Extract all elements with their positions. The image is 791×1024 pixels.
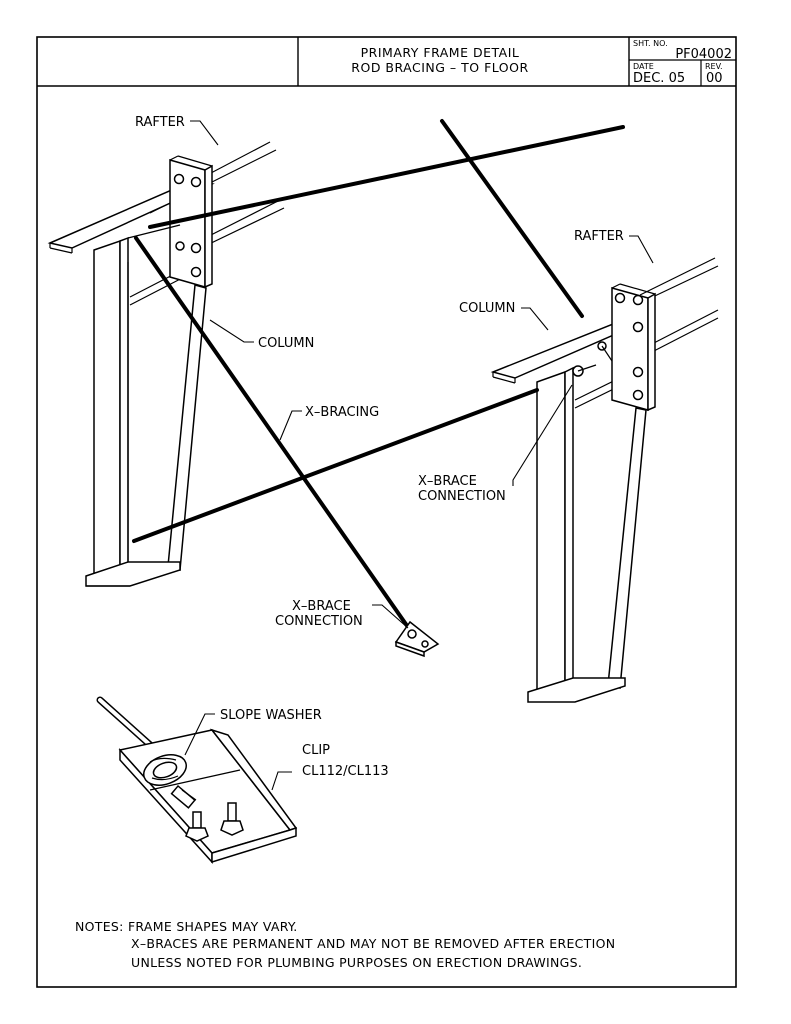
x-brace-connection-floor-line2: CONNECTION — [275, 614, 363, 629]
clip-label-line2: CL112/CL113 — [302, 764, 389, 779]
x-bracing-label: X–BRACING — [305, 405, 379, 420]
x-brace-rod — [132, 388, 539, 543]
column-label-left: COLUMN — [258, 336, 314, 351]
notes-line1: NOTES: FRAME SHAPES MAY VARY. — [75, 919, 298, 934]
drawing-title-line2: ROD BRACING – TO FLOOR — [351, 60, 528, 75]
notes-line3: UNLESS NOTED FOR PLUMBING PURPOSES ON ER… — [131, 955, 582, 970]
rev-label: REV. — [705, 62, 723, 71]
sheet-no: PF04002 — [675, 47, 732, 62]
notes-line2: X–BRACES ARE PERMANENT AND MAY NOT BE RE… — [131, 936, 615, 951]
column-label-right: COLUMN — [459, 301, 515, 316]
slope-washer-label: SLOPE WASHER — [220, 708, 322, 723]
sheet-no-label: SHT. NO. — [633, 39, 668, 48]
x-brace-rod — [134, 236, 412, 632]
clip-label-line1: CLIP — [302, 743, 330, 758]
x-brace-connection-floor-line1: X–BRACE — [292, 599, 351, 614]
floor-clip-small — [394, 620, 440, 658]
clip-detail — [96, 696, 298, 864]
date-label: DATE — [633, 62, 654, 71]
date-value: DEC. 05 — [633, 71, 685, 86]
rafter-label-right: RAFTER — [574, 229, 624, 244]
left-frame — [47, 141, 285, 587]
x-brace-connection-right-line1: X–BRACE — [418, 474, 477, 489]
leader-lines — [184, 120, 654, 791]
x-brace-rod — [440, 119, 584, 318]
x-brace-rod — [148, 125, 625, 229]
x-brace-connection-right-line2: CONNECTION — [418, 489, 506, 504]
rafter-label-left: RAFTER — [135, 115, 185, 130]
drawing-title-line1: PRIMARY FRAME DETAIL — [361, 45, 520, 60]
rev-value: 00 — [706, 71, 723, 86]
sheet-border — [36, 36, 737, 988]
right-frame — [490, 257, 719, 703]
